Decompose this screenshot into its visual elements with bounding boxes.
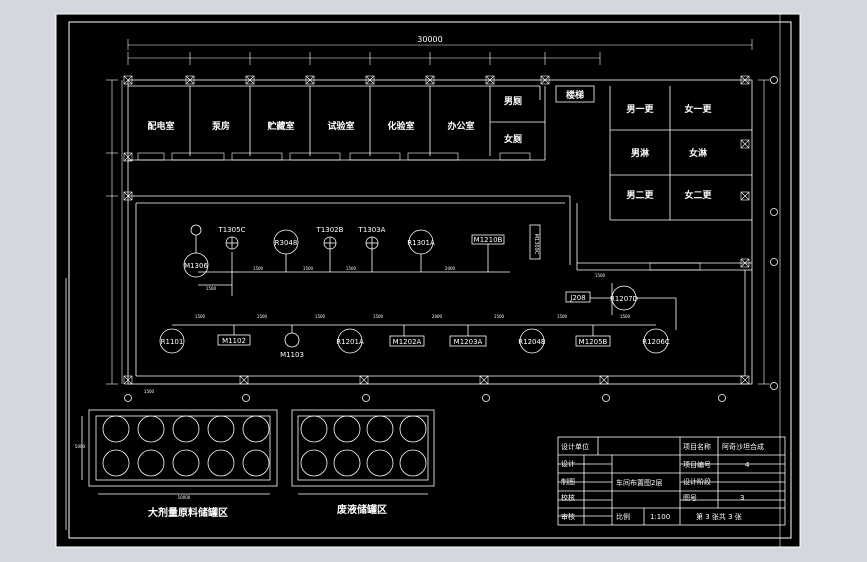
dim-text: 1500 [315, 314, 326, 319]
tank-area-raw-materials [81, 409, 278, 495]
overall-dimension: 30000 [417, 35, 442, 44]
equipment-tag: R1201A [336, 338, 364, 346]
room-label: 化验室 [387, 120, 414, 132]
upper-equipment [183, 224, 541, 296]
tb-sheet-info: 第 3 张共 3 张 [696, 512, 742, 521]
inner-frame [68, 21, 792, 539]
equipment-tag: M1210B [474, 236, 503, 244]
dim-text: 1500 [373, 314, 384, 319]
tb-design-unit-label: 设计单位 [561, 442, 589, 451]
axis-bubbles [124, 76, 778, 402]
dim-text: 1500 [303, 266, 314, 271]
top-grid-dim [127, 52, 601, 65]
dim-text: 1500 [494, 314, 505, 319]
room-label-bath-f: 女淋 [689, 147, 707, 159]
dim-text: 1500 [346, 266, 357, 271]
tb-drawing-no-label: 图号 [683, 494, 697, 502]
equipment-tag: M1306 [184, 262, 208, 270]
equipment-tag: T1302B [316, 226, 344, 234]
lower-equipment [159, 324, 669, 354]
room-label-changing-f2: 女二更 [684, 189, 712, 201]
dim-text: 1500 [195, 314, 206, 319]
tank-area-label: 废液储罐区 [337, 503, 387, 516]
room-label: 泵房 [212, 120, 230, 132]
tb-check-label: 校核 [561, 493, 575, 502]
dim-text: 2000 [445, 266, 456, 271]
room-label-toilet-men: 男厕 [504, 96, 522, 107]
left-dims [106, 79, 123, 385]
dim-text: 1500 [253, 266, 264, 271]
tb-project-no-value: 4 [745, 461, 750, 469]
right-dims [758, 79, 770, 385]
equipment-tag: T1303A [358, 226, 386, 234]
tank-dim-side: 5000 [75, 444, 86, 449]
tb-scale-value: 1:100 [650, 513, 670, 521]
tb-review-label: 审核 [561, 512, 575, 521]
dim-text: 1500 [206, 286, 217, 291]
equipment-tag: J208 [569, 294, 585, 302]
equipment-tag: R1101 [161, 338, 184, 346]
room-label-changing-f1: 女一更 [684, 103, 712, 115]
tb-drawing-no-value: 3 [740, 494, 744, 502]
room-label-changing-m1: 男一更 [626, 104, 654, 115]
column-markers [123, 75, 750, 385]
equipment-tag: R1301A [407, 239, 435, 247]
room-label-toilet-women: 女厕 [504, 133, 522, 145]
equipment-tag: M1309C [533, 234, 539, 255]
tank-area-waste [291, 409, 435, 495]
tb-project-name-label: 项目名称 [683, 442, 711, 451]
equipment-tag: M1102 [222, 337, 246, 345]
equipment-tag: T1305C [218, 226, 246, 234]
stairs-box [555, 85, 595, 103]
room-label-changing-m2: 男二更 [626, 190, 654, 201]
equipment-tag: M1203A [454, 338, 483, 346]
tb-scale-label: 比例 [616, 512, 630, 521]
building-walls [127, 79, 753, 385]
room-label: 配电室 [147, 120, 174, 132]
equipment-tag: R1206C [642, 338, 670, 346]
tb-project-no-label: 项目编号 [683, 460, 711, 469]
dim-text: 1500 [144, 389, 155, 394]
tb-drawing-title: 车间布置图2层 [616, 478, 662, 487]
tb-draw-label: 制图 [561, 477, 575, 486]
dim-text: 1500 [620, 314, 631, 319]
tb-stage-label: 设计阶段 [683, 477, 711, 486]
equipment-tag: R1207D [610, 295, 638, 303]
dim-text: 1500 [595, 273, 606, 278]
mid-equipment [565, 283, 677, 330]
title-block [557, 436, 786, 526]
stairs-label: 楼梯 [566, 89, 584, 101]
equipment-tag: R3048 [275, 239, 298, 247]
dim-text: 1500 [257, 314, 268, 319]
tb-design-label: 设计 [561, 459, 575, 468]
equipment-tag: M1103 [280, 351, 304, 359]
equipment-tag: R1204B [518, 338, 546, 346]
room-label: 试验室 [327, 120, 354, 132]
dim-text: 1500 [557, 314, 568, 319]
tb-project-name-value: 阿奇沙坦合成 [722, 442, 764, 451]
tank-area-label: 大剂量原料储罐区 [148, 506, 228, 519]
dim-text: 2000 [432, 314, 443, 319]
equipment-tag: M1202A [393, 338, 422, 346]
room-label: 办公室 [447, 120, 474, 132]
room-label: 贮藏室 [266, 120, 294, 132]
room-label-bath-m: 男淋 [631, 147, 649, 159]
tank-dim: 10000 [178, 495, 191, 500]
wall-windows [137, 152, 701, 271]
equipment-tag: M1205B [579, 338, 608, 346]
